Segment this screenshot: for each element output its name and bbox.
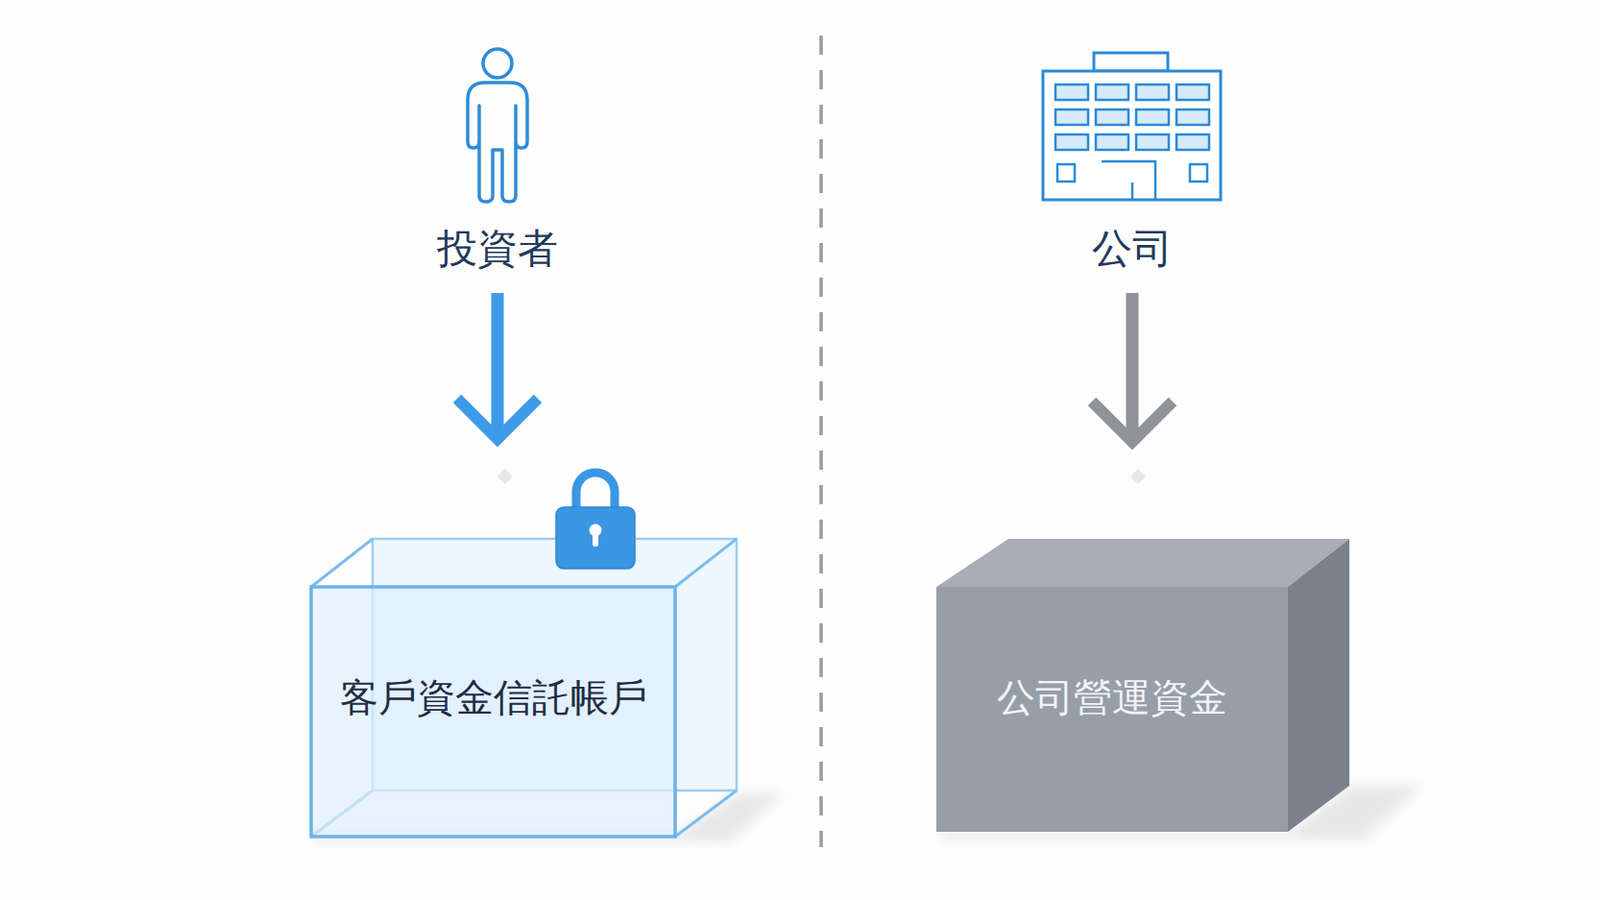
building-window: [1095, 134, 1129, 150]
building-window: [1136, 109, 1169, 125]
node-label: 投資者: [415, 224, 580, 273]
arrow-shadow: [497, 468, 513, 485]
building-window: [1189, 164, 1208, 182]
building-window: [1176, 109, 1210, 125]
building-window: [1095, 84, 1129, 100]
node-label: 客戶資金信託帳戶: [311, 615, 676, 779]
node-label: 公司: [1036, 224, 1229, 273]
arrow-shaft: [491, 292, 505, 441]
box-front-face: [936, 586, 1288, 832]
padlock-keyhole: [589, 524, 603, 537]
building-window: [1176, 84, 1210, 100]
flow-arrow: [457, 292, 538, 441]
arrow-head: [1091, 401, 1173, 442]
arrow-shadow: [1130, 468, 1146, 485]
building-body: [1042, 71, 1221, 200]
padlock-body: [556, 507, 635, 569]
building-window: [1057, 164, 1075, 182]
company-node: 公司: [1036, 42, 1229, 273]
operating-funds-box: 公司營運資金: [936, 538, 1350, 832]
padlock-icon: [556, 472, 635, 569]
padlock-keyhole: [592, 530, 599, 547]
building-window: [1055, 84, 1089, 100]
box-top-face: [936, 538, 1350, 587]
arrow-shaft: [1126, 292, 1140, 444]
building-window: [1176, 134, 1210, 150]
box-edge: [311, 538, 737, 837]
box-side-face: [1287, 538, 1350, 832]
building-window: [1095, 109, 1129, 125]
building-door: [1101, 161, 1156, 200]
person-head: [483, 48, 512, 78]
building-roof: [1093, 52, 1168, 72]
building-window: [1055, 134, 1089, 150]
padlock-shackle: [576, 472, 615, 510]
divider-line: [819, 35, 824, 848]
person-body: [467, 82, 528, 202]
building-window: [1055, 109, 1089, 125]
building-window: [1136, 84, 1169, 100]
building-window: [1136, 134, 1169, 150]
arrow-head: [457, 398, 538, 439]
flow-arrow: [1091, 292, 1173, 444]
box-front-face: [311, 586, 676, 837]
node-label: 公司營運資金: [936, 615, 1288, 779]
investor-node: 投資者: [415, 42, 580, 273]
trust-account-box: 客戶資金信託帳戶: [311, 538, 737, 837]
